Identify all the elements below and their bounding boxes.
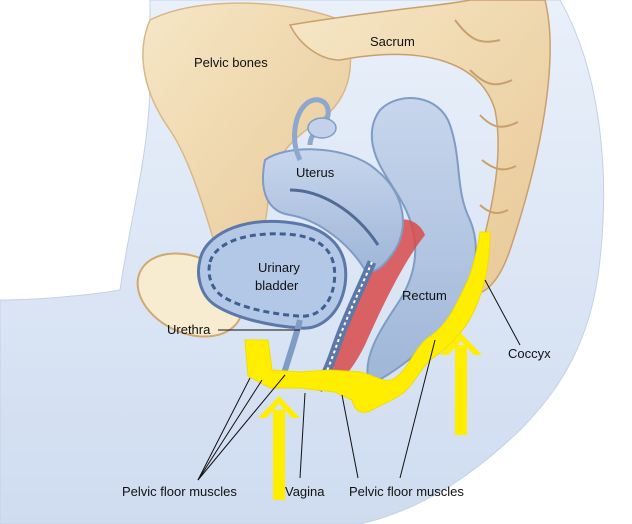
up-arrow-right	[440, 333, 482, 435]
label-pelvic-floor-muscles-left: Pelvic floor muscles	[122, 484, 237, 499]
leader-lines	[197, 279, 521, 481]
label-sacrum: Sacrum	[370, 34, 415, 49]
vaginal-wall-red	[325, 219, 425, 385]
pelvic-floor-muscles-highlight	[244, 231, 491, 413]
label-uterus: Uterus	[296, 165, 335, 180]
uterus	[262, 148, 404, 273]
label-urinary-bladder-2: bladder	[255, 278, 299, 293]
label-coccyx: Coccyx	[508, 346, 551, 361]
label-vagina: Vagina	[285, 484, 325, 499]
label-pelvic-floor-muscles-right: Pelvic floor muscles	[349, 484, 464, 499]
label-urinary-bladder-1: Urinary	[258, 260, 300, 275]
label-pelvic-bones: Pelvic bones	[194, 55, 268, 70]
ovary	[307, 117, 337, 139]
sacrum-segments	[454, 19, 519, 214]
uterine-cavity	[289, 188, 380, 246]
label-rectum: Rectum	[402, 288, 447, 303]
label-urethra: Urethra	[167, 322, 211, 337]
up-arrow-left	[258, 396, 300, 500]
bladder-lining	[207, 232, 337, 318]
